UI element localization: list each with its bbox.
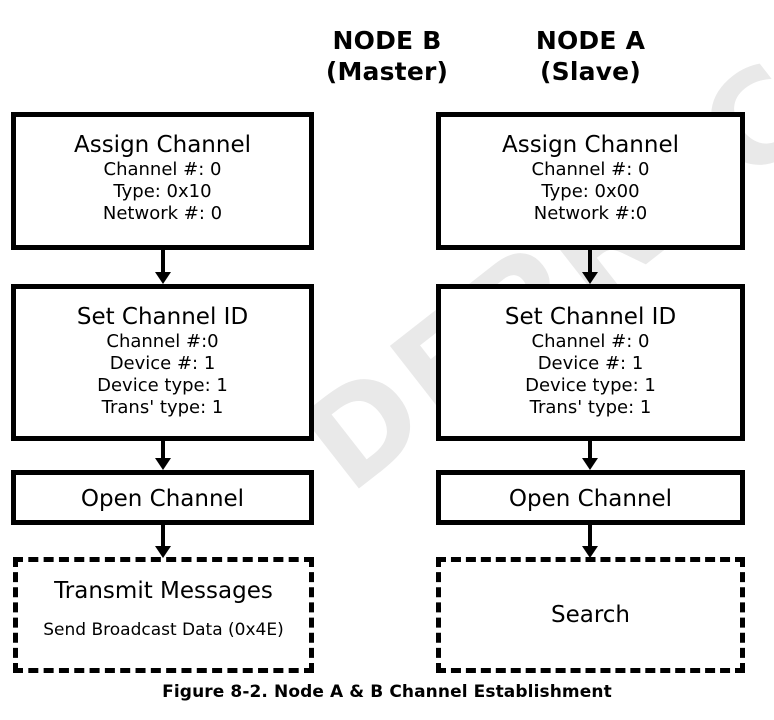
box-node-a-set-channel-id[interactable]: Set Channel ID Channel #: 0 Device #: 1 …: [436, 284, 745, 441]
column-title-node-a: NODE A (Slave): [436, 25, 745, 87]
box-node-a-open-channel-title: Open Channel: [508, 486, 673, 512]
box-node-b-transmit-messages[interactable]: Transmit Messages Send Broadcast Data (0…: [13, 557, 314, 673]
box-node-a-set-channel-id-line-4: Trans' type: 1: [529, 397, 652, 418]
box-node-a-assign-channel-line-2: Type: 0x00: [541, 181, 640, 202]
box-node-a-search-title: Search: [550, 602, 631, 628]
box-node-b-set-channel-id-line-2: Device #: 1: [109, 353, 216, 374]
box-node-b-set-channel-id-title: Set Channel ID: [76, 304, 249, 330]
box-node-b-set-channel-id[interactable]: Set Channel ID Channel #:0 Device #: 1 D…: [11, 284, 314, 441]
box-node-a-set-channel-id-line-2: Device #: 1: [537, 353, 644, 374]
column-title-node-b-line1: NODE B: [332, 26, 442, 55]
box-node-b-assign-channel-line-3: Network #: 0: [102, 203, 223, 224]
box-node-b-transmit-messages-line-1: Send Broadcast Data (0x4E): [43, 620, 284, 640]
box-node-a-assign-channel-line-1: Channel #: 0: [531, 159, 650, 180]
column-title-node-b: NODE B (Master): [0, 25, 774, 87]
box-node-b-assign-channel-line-1: Channel #: 0: [103, 159, 222, 180]
box-node-a-set-channel-id-line-1: Channel #: 0: [531, 331, 650, 352]
box-node-b-open-channel-title: Open Channel: [80, 486, 245, 512]
box-node-b-assign-channel[interactable]: Assign Channel Channel #: 0 Type: 0x10 N…: [11, 112, 314, 250]
arrow-node-b-setid-to-open: [161, 440, 165, 459]
box-node-b-set-channel-id-line-1: Channel #:0: [106, 331, 219, 352]
box-node-a-assign-channel[interactable]: Assign Channel Channel #: 0 Type: 0x00 N…: [436, 112, 745, 250]
box-node-b-assign-channel-line-2: Type: 0x10: [113, 181, 212, 202]
spacer: [18, 605, 309, 619]
arrow-node-a-assign-to-setid: [588, 249, 592, 273]
box-node-a-search-inner: Search: [441, 562, 740, 668]
box-node-b-transmit-messages-title: Transmit Messages: [54, 578, 273, 604]
box-node-a-assign-channel-line-3: Network #:0: [533, 203, 648, 224]
box-node-b-open-channel[interactable]: Open Channel: [11, 470, 314, 525]
box-node-a-search[interactable]: Search: [436, 557, 745, 673]
arrow-node-b-open-to-transmit: [161, 524, 165, 547]
figure-caption: Figure 8-2. Node A & B Channel Establish…: [162, 682, 612, 702]
column-title-node-a-line1: NODE A: [535, 26, 646, 55]
column-title-node-b-line2: (Master): [325, 57, 449, 86]
box-node-a-open-channel[interactable]: Open Channel: [436, 470, 745, 525]
box-node-b-set-channel-id-line-3: Device type: 1: [97, 375, 228, 396]
box-node-b-assign-channel-title: Assign Channel: [73, 132, 251, 158]
arrow-node-a-setid-to-open: [588, 440, 592, 459]
arrow-node-a-open-to-search: [588, 524, 592, 547]
box-node-a-set-channel-id-title: Set Channel ID: [504, 304, 677, 330]
arrow-node-b-assign-to-setid: [161, 249, 165, 273]
column-title-node-a-line2: (Slave): [540, 57, 641, 86]
box-node-a-set-channel-id-line-3: Device type: 1: [525, 375, 656, 396]
box-node-a-assign-channel-title: Assign Channel: [501, 132, 679, 158]
box-node-b-set-channel-id-line-4: Trans' type: 1: [101, 397, 224, 418]
